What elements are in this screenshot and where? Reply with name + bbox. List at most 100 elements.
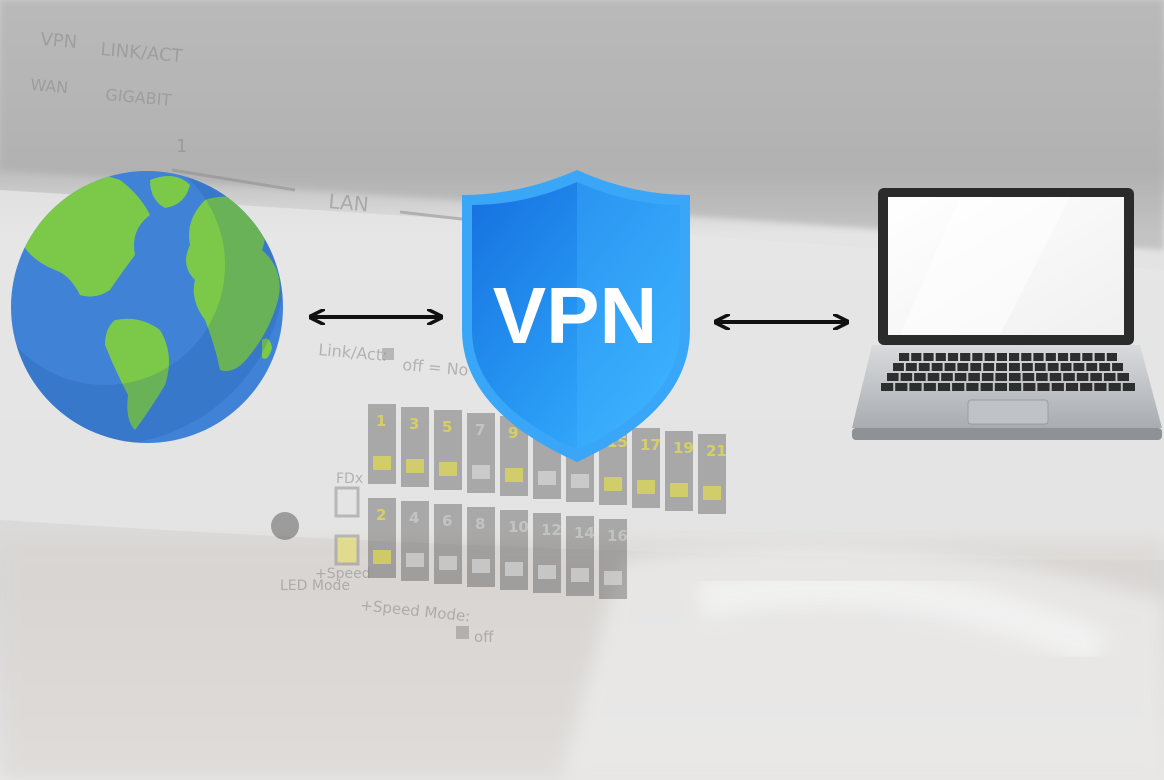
led-top-number: 5 — [442, 418, 452, 436]
led-bottom-cell — [467, 507, 495, 587]
led-top-number: 9 — [508, 424, 518, 442]
keyboard-key — [1106, 353, 1117, 361]
keyboard-key — [952, 383, 965, 391]
vpn-shield-icon: VPN — [462, 170, 690, 462]
keyboard-key — [944, 363, 956, 371]
keyboard-key — [960, 353, 971, 361]
led-bottom-led — [472, 559, 490, 573]
led-top-led — [439, 462, 457, 476]
led-top-number: 7 — [475, 421, 485, 439]
keyboard-key — [900, 373, 913, 381]
keyboard-key — [918, 363, 930, 371]
keyboard-key — [1108, 383, 1121, 391]
led-bottom-cell — [401, 501, 429, 581]
led-top-cell — [632, 428, 660, 508]
keyboard-key — [966, 383, 979, 391]
led-top-led — [604, 477, 622, 491]
keyboard-key — [1009, 353, 1020, 361]
keyboard-key — [1009, 363, 1020, 371]
led-top-led — [406, 459, 424, 473]
port-label-wan: WAN — [30, 75, 69, 97]
led-bottom-led — [571, 568, 589, 582]
keyboard-key — [995, 373, 1007, 381]
keyboard-key — [1080, 383, 1093, 391]
led-top-cell — [467, 413, 495, 493]
keyboard-key — [1045, 353, 1056, 361]
led-top-led — [703, 486, 721, 500]
keyboard-key — [905, 363, 917, 371]
keyboard-key — [1063, 373, 1075, 381]
led-bottom-number: 14 — [574, 524, 595, 542]
keyboard-key — [909, 383, 922, 391]
keyboard-key — [1082, 353, 1093, 361]
port-number: 1 — [176, 136, 187, 157]
led-bottom-led — [439, 556, 457, 570]
keyboard-key — [941, 373, 953, 381]
keyboard-key — [937, 383, 951, 391]
keyboard-key — [1037, 383, 1050, 391]
keyboard-key — [1022, 373, 1035, 381]
led-top-number: 17 — [640, 436, 661, 454]
keyboard-key — [1060, 363, 1072, 371]
keyboard-key — [983, 363, 995, 371]
keyboard-key — [1033, 353, 1044, 361]
keyboard-key — [923, 353, 934, 361]
keyboard-key — [1036, 373, 1048, 381]
keyboard-key — [980, 383, 993, 391]
led-bottom-led — [505, 562, 523, 576]
led-bottom-number: 16 — [607, 527, 628, 545]
led-top-number: 3 — [409, 415, 419, 433]
led-bottom-number: 6 — [442, 512, 452, 530]
vpn-label: VPN — [493, 271, 658, 360]
keyboard-key — [931, 363, 943, 371]
keyboard-key — [1021, 363, 1033, 371]
keyboard-key — [899, 353, 910, 361]
led-top-number: 21 — [706, 442, 727, 460]
globe-icon — [11, 171, 283, 443]
led-top-cell — [434, 410, 462, 490]
led-bottom-led — [538, 565, 556, 579]
led-top-led — [538, 471, 556, 485]
led-bottom-led — [373, 550, 391, 564]
led-top-cell — [698, 434, 726, 514]
speed-mode-off: off — [474, 628, 494, 646]
led-top-led — [505, 468, 523, 482]
led-bottom-number: 12 — [541, 521, 562, 539]
led-top-cell — [665, 431, 693, 511]
keyboard-key — [972, 353, 983, 361]
keyboard-key — [1099, 363, 1111, 371]
keyboard-key — [1103, 373, 1116, 381]
led-bottom-cell — [599, 519, 627, 599]
led-top-number: 19 — [673, 439, 694, 457]
keyboard-key — [923, 383, 936, 391]
keyboard-key — [935, 353, 946, 361]
keyboard-key — [1117, 373, 1129, 381]
keyboard-key — [1034, 363, 1046, 371]
led-bottom-cell — [434, 504, 462, 584]
keyboard-key — [895, 383, 908, 391]
keyboard-key — [1021, 353, 1032, 361]
keyboard-key — [1090, 373, 1102, 381]
keyboard-key — [954, 373, 967, 381]
keyboard-key — [981, 373, 994, 381]
keyboard-key — [984, 353, 995, 361]
keyboard-key — [1112, 363, 1123, 371]
led-mode-label: LED Mode — [280, 578, 350, 594]
keyboard-key — [1073, 363, 1085, 371]
keyboard-key — [1023, 383, 1036, 391]
led-top-cell — [401, 407, 429, 487]
keyboard-key — [1076, 373, 1089, 381]
keyboard-key — [1051, 383, 1064, 391]
keyboard-key — [996, 353, 1007, 361]
keyboard-key — [1122, 383, 1135, 391]
keyboard-key — [1049, 373, 1062, 381]
keyboard-key — [994, 383, 1007, 391]
keyboard-key — [1094, 383, 1107, 391]
led-top-led — [373, 456, 391, 470]
keyboard-key — [970, 363, 982, 371]
led-bottom-number: 4 — [409, 509, 419, 527]
keyboard-key — [957, 363, 969, 371]
keyboard-key — [996, 363, 1007, 371]
keyboard-key — [1094, 353, 1105, 361]
